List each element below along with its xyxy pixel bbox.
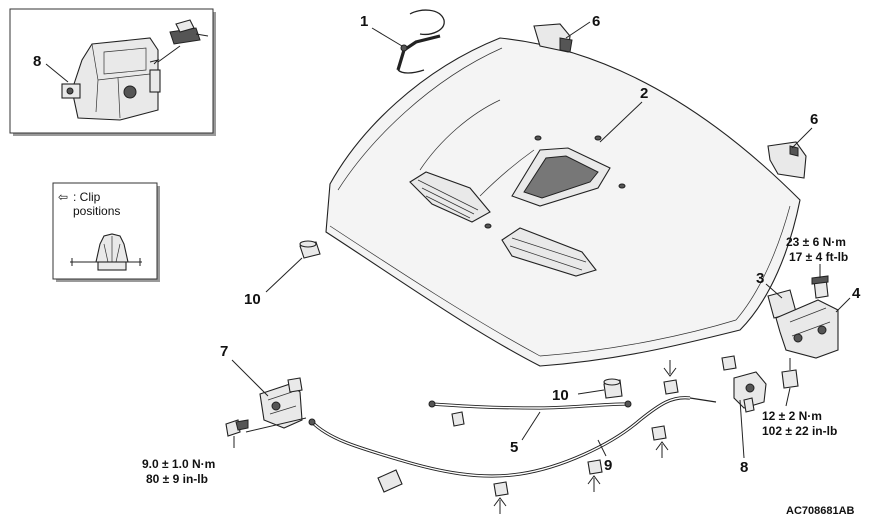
callout-4: 4 bbox=[852, 285, 861, 302]
part-8-hood-lock: 8 bbox=[721, 355, 767, 476]
bolt-icon bbox=[811, 275, 829, 299]
torque-lock-inlb: 102 ± 22 in-lb bbox=[762, 424, 837, 438]
callout-9: 9 bbox=[604, 457, 612, 474]
part-10-left-bumper: 10 bbox=[244, 240, 321, 308]
clip-arrow-3 bbox=[587, 475, 601, 492]
clip-arrow-icon: ⇦ bbox=[58, 190, 68, 204]
legend-clip-label: : Clip bbox=[73, 190, 101, 204]
callout-3: 3 bbox=[756, 270, 764, 287]
callout-6-right: 6 bbox=[810, 111, 818, 128]
part-9-release-cable: 9 bbox=[308, 396, 717, 493]
callout-10-right: 10 bbox=[552, 387, 569, 404]
clip-group bbox=[493, 360, 679, 514]
callout-6-upper: 6 bbox=[592, 13, 600, 30]
callout-7: 7 bbox=[220, 343, 228, 360]
part-10-right-bumper: 10 bbox=[552, 378, 623, 404]
callout-1: 1 bbox=[360, 13, 368, 30]
torque-release-nm: 9.0 ± 1.0 N·m bbox=[142, 457, 215, 471]
legend-positions-label: positions bbox=[73, 204, 120, 218]
figure-code: AC708681AB bbox=[786, 505, 855, 517]
callout-5: 5 bbox=[510, 439, 518, 456]
clip-arrow-4 bbox=[493, 497, 507, 514]
torque-lock-nm: 12 ± 2 N·m bbox=[762, 409, 822, 423]
clip-arrow-2 bbox=[655, 441, 669, 458]
callout-8-main: 8 bbox=[740, 459, 748, 476]
part-6-right: 6 bbox=[767, 111, 818, 179]
torque-release-inlb: 80 ± 9 in-lb bbox=[146, 472, 208, 486]
torque-hinge-nm: 23 ± 6 N·m bbox=[786, 235, 846, 249]
callout-2: 2 bbox=[640, 85, 648, 102]
part-5-lock-cable: 5 bbox=[428, 400, 632, 456]
callout-10-left: 10 bbox=[244, 291, 261, 308]
part-7-release-handle: 7 9.0 ± 1.0 N·m 80 ± 9 in-lb bbox=[142, 343, 307, 486]
hinge-assembly: 23 ± 6 N·m 17 ± 4 ft-lb 3 4 12 ± 2 N·m 1… bbox=[756, 235, 861, 438]
hood-panel: 2 bbox=[325, 37, 801, 367]
callout-8-inset: 8 bbox=[33, 53, 41, 70]
clip-arrow-1 bbox=[663, 360, 677, 377]
part-1-hood-support: 1 bbox=[360, 9, 445, 74]
torque-hinge-ftlb: 17 ± 4 ft-lb bbox=[789, 250, 848, 264]
part-6-upper: 6 bbox=[533, 13, 600, 53]
inset-detail-box: 8 bbox=[9, 8, 216, 136]
clip-icon bbox=[70, 233, 142, 271]
clip-legend-box: ⇦ : Clip positions bbox=[52, 182, 160, 282]
